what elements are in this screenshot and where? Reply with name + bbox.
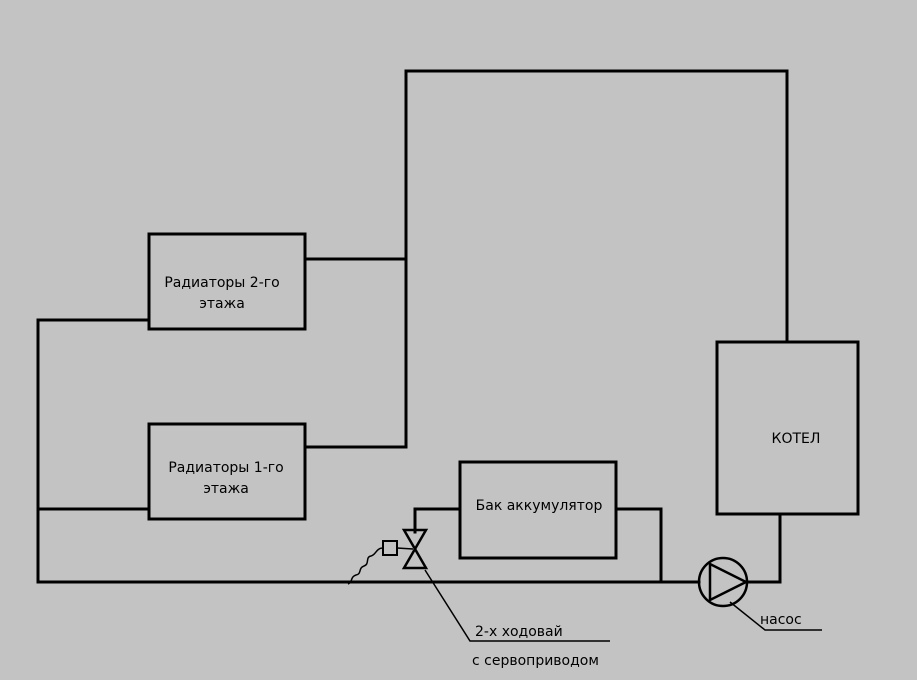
pump-icon bbox=[697, 556, 749, 608]
boiler-label: КОТЕЛ bbox=[772, 431, 821, 447]
pump-callout: насос bbox=[729, 601, 822, 631]
pump-callout-label: насос bbox=[760, 612, 802, 628]
boiler-box: КОТЕЛ bbox=[715, 340, 860, 516]
radiators-floor-2-label-line2: этажа bbox=[199, 296, 245, 312]
two-way-valve-icon bbox=[396, 528, 429, 570]
servo-actuator-icon bbox=[347, 540, 398, 585]
return-pipe bbox=[36, 318, 701, 584]
storage-tank-label: Бак аккумулятор bbox=[476, 498, 603, 514]
valve-callout-line1: 2-х ходовай bbox=[475, 624, 563, 640]
storage-tank-box: Бак аккумулятор bbox=[458, 460, 618, 560]
radiators-floor-2-label-line1: Радиаторы 2-го bbox=[164, 275, 279, 291]
pump-to-boiler-pipe bbox=[745, 512, 782, 584]
supply-pipe bbox=[303, 69, 789, 449]
valve-callout: 2-х ходовай с сервоприводом bbox=[424, 569, 610, 669]
valve-callout-line2: с сервоприводом bbox=[472, 653, 599, 669]
radiators-floor-1-box: Радиаторы 1-го этажа bbox=[147, 422, 307, 521]
tank-pipes bbox=[413, 507, 663, 584]
radiators-floor-1-label-line2: этажа bbox=[203, 481, 249, 497]
radiators-floor-1-label-line1: Радиаторы 1-го bbox=[168, 460, 283, 476]
radiators-floor-2-box: Радиаторы 2-го этажа bbox=[147, 232, 307, 331]
